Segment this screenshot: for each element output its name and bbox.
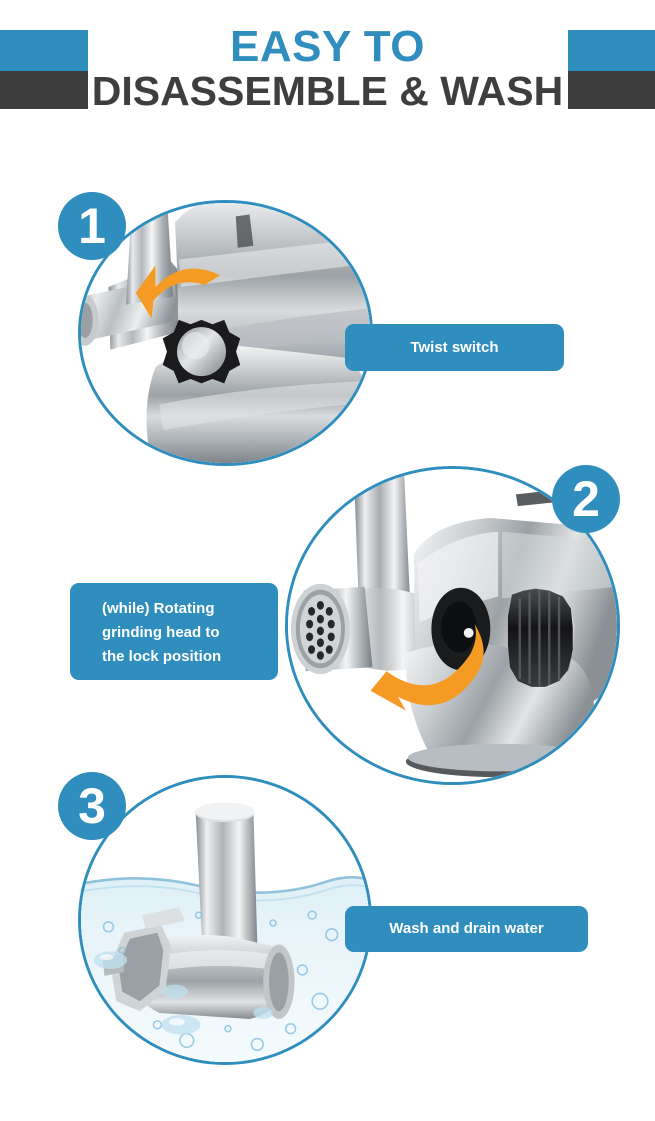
header-banner: EASY TO DISASSEMBLE & WASH: [0, 0, 655, 122]
step-2-label-line-2: grinding head to: [102, 624, 220, 641]
step-3-number-badge: 3: [58, 772, 126, 840]
header-bar-blue-left: [0, 30, 88, 71]
meat-grinder-body-illustration: [288, 469, 617, 782]
step-2-photo: [285, 466, 620, 785]
orange-rotation-arrow: [370, 624, 484, 711]
grinder-head-in-water-illustration: [81, 778, 369, 1062]
step-2-number-badge: 2: [552, 465, 620, 533]
step-1-photo: [78, 200, 373, 466]
step-2-label: (while) Rotating grinding head to the lo…: [70, 583, 278, 680]
step-3-label: Wash and drain water: [345, 906, 588, 952]
orange-rotation-arrow: [135, 265, 221, 319]
step-1-label: Twist switch: [345, 324, 564, 371]
step-2-label-line-3: the lock position: [102, 648, 222, 665]
header-bar-dark-right: [568, 71, 655, 109]
header-bar-dark-left: [0, 71, 88, 109]
step-3-photo: [78, 775, 372, 1065]
step-2-label-line-1: (while) Rotating: [102, 600, 215, 617]
page-title-line2: DISASSEMBLE & WASH: [91, 68, 564, 114]
page-title-line1: EASY TO: [229, 22, 426, 71]
step-1-number-badge: 1: [58, 192, 126, 260]
header-bar-blue-right: [568, 30, 655, 71]
meat-grinder-knob-illustration: [81, 203, 370, 463]
